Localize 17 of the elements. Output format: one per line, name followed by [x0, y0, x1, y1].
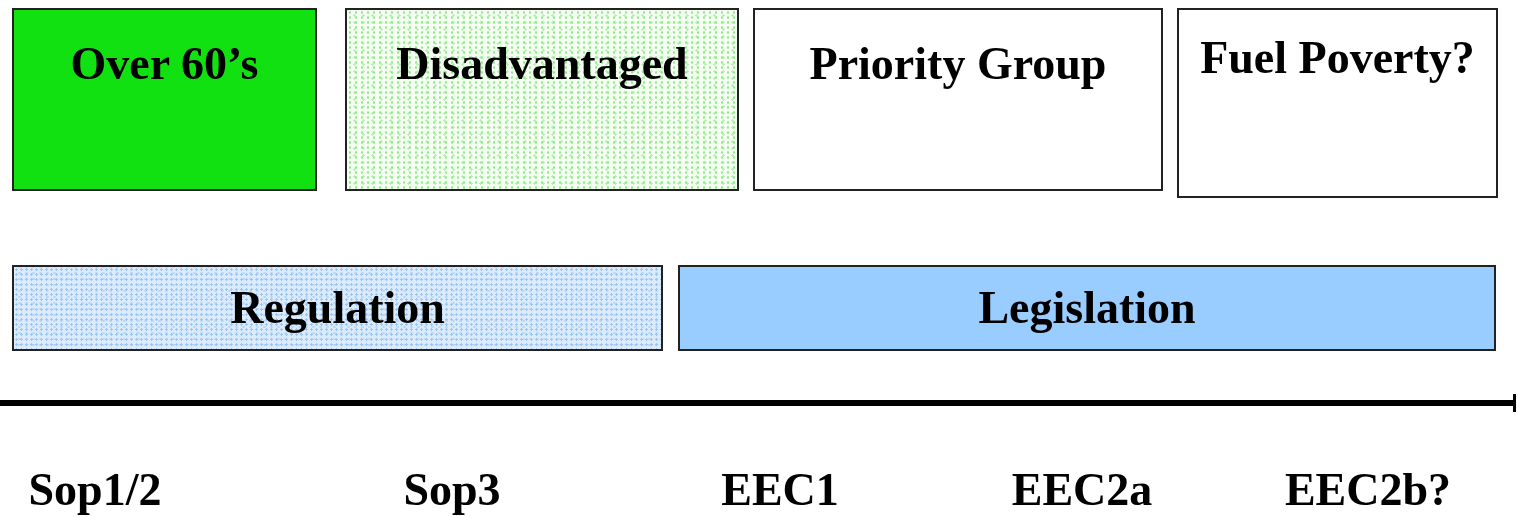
text-box [753, 8, 1163, 191]
box-label: Over 60’s [70, 37, 259, 91]
timeline-label: Sop1/2 [28, 463, 162, 517]
timeline-label: EEC2a [1011, 463, 1153, 517]
timeline-label: EEC2b? [1284, 463, 1452, 517]
text-box [12, 265, 663, 351]
box-label: Disadvantaged [396, 37, 688, 91]
box-label: Priority Group [809, 37, 1107, 91]
text-box [678, 265, 1496, 351]
text-box [12, 8, 317, 191]
box-label: Fuel Poverty? [1200, 31, 1475, 85]
box-label: Legislation [978, 280, 1196, 335]
timeline-label: EEC1 [721, 463, 839, 517]
box-label: Regulation [230, 280, 445, 335]
text-box [1177, 8, 1498, 198]
timeline-label: Sop3 [403, 463, 501, 517]
text-box [345, 8, 739, 191]
